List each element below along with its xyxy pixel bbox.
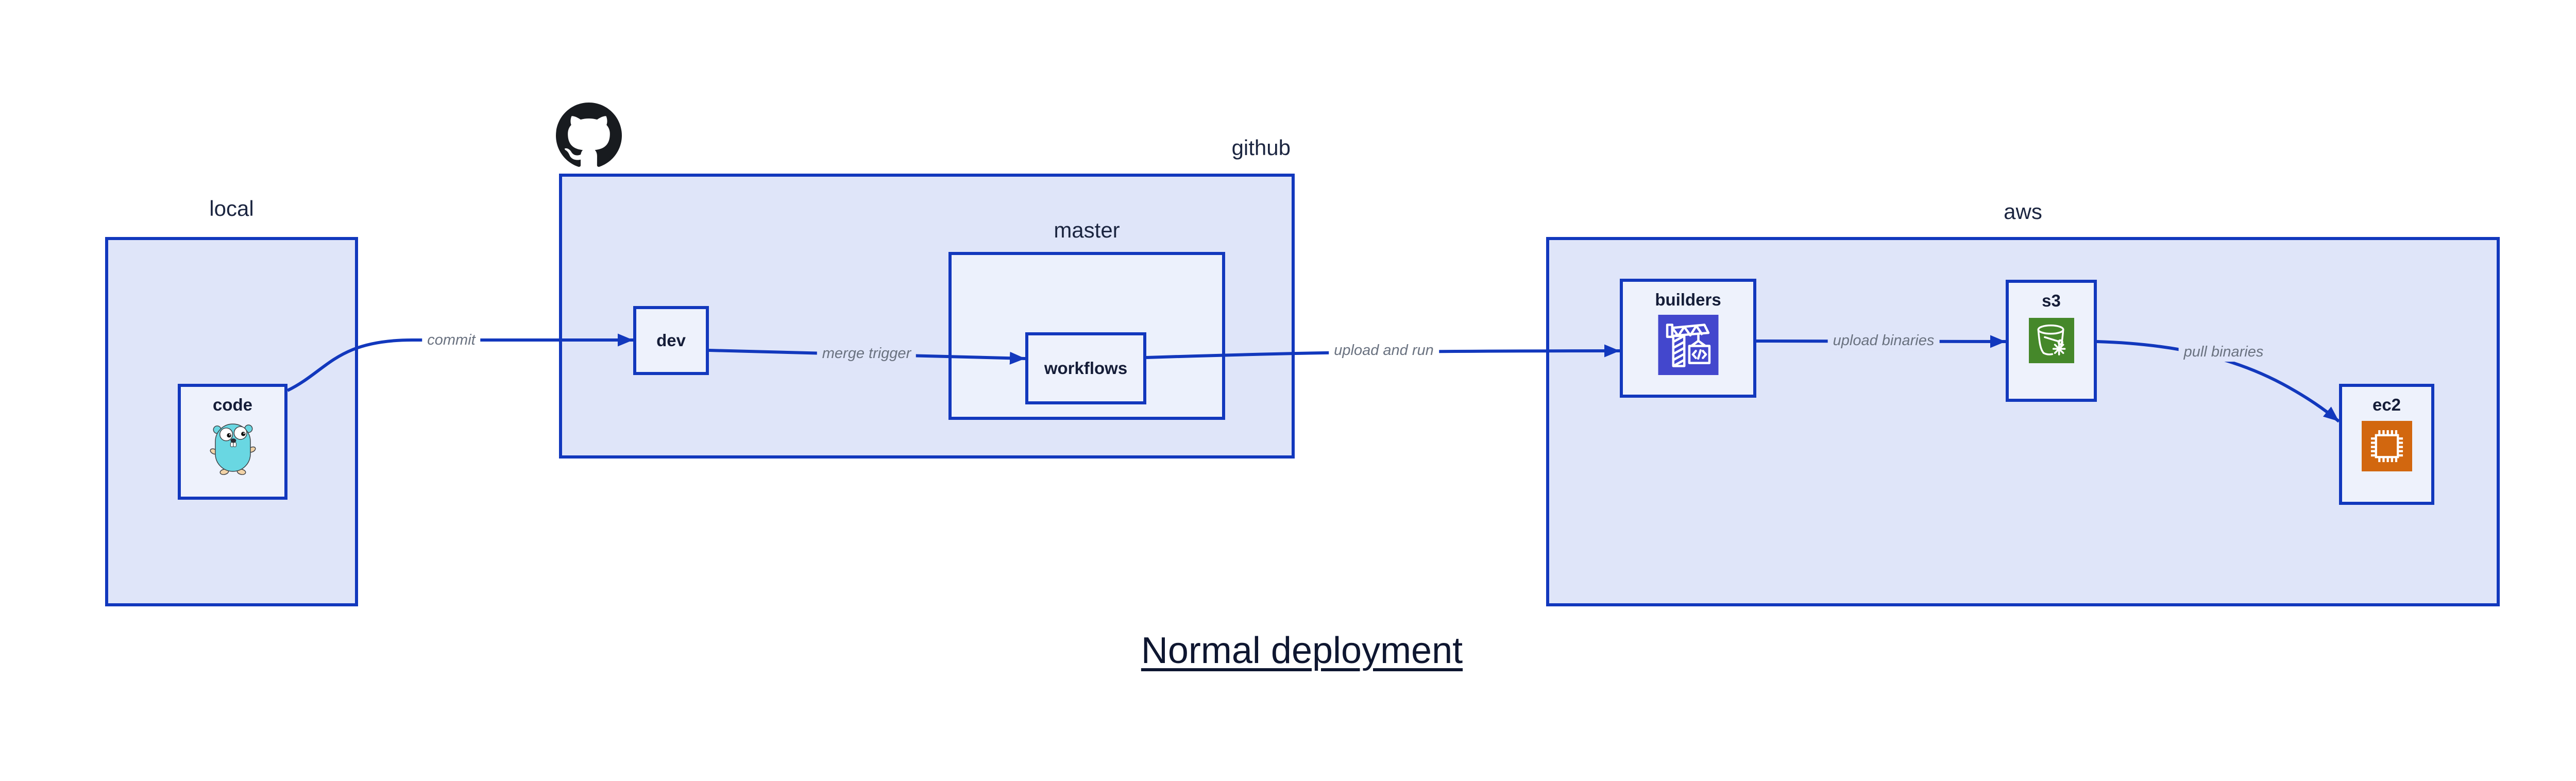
node-builders: builders [1620,279,1756,398]
node-builders-label: builders [1655,290,1721,309]
node-s3: s3 [2006,280,2097,402]
edge-label-merge-trigger: merge trigger [817,345,917,363]
node-ec2: ec2 [2339,384,2434,505]
aws-codebuild-icon [1658,314,1719,378]
container-local-label: local [209,196,254,220]
node-workflows-label: workflows [1044,359,1128,378]
node-code: code [178,384,287,500]
node-ec2-label: ec2 [2372,395,2401,414]
container-github-label: github [1231,135,1291,160]
diagram-title: Normal deployment [1141,630,1463,671]
edge-label-upload-and-run: upload and run [1329,342,1439,360]
aws-s3-glacier-bucket-icon [2028,317,2074,366]
node-dev-label: dev [656,331,686,350]
container-aws-label: aws [2004,199,2042,224]
aws-ec2-chip-icon [2361,420,2413,474]
node-code-label: code [212,395,253,414]
edge-label-upload-binaries: upload binaries [1827,332,1940,350]
container-master-label: master [1054,218,1120,242]
node-dev: dev [633,306,709,375]
node-s3-label: s3 [2042,291,2061,310]
edge-label-commit: commit [422,331,481,350]
edge-label-pull-binaries: pull binaries [2178,343,2269,362]
github-octocat-icon [556,103,622,167]
node-workflows: workflows [1025,332,1146,404]
go-gopher-icon [209,420,257,478]
